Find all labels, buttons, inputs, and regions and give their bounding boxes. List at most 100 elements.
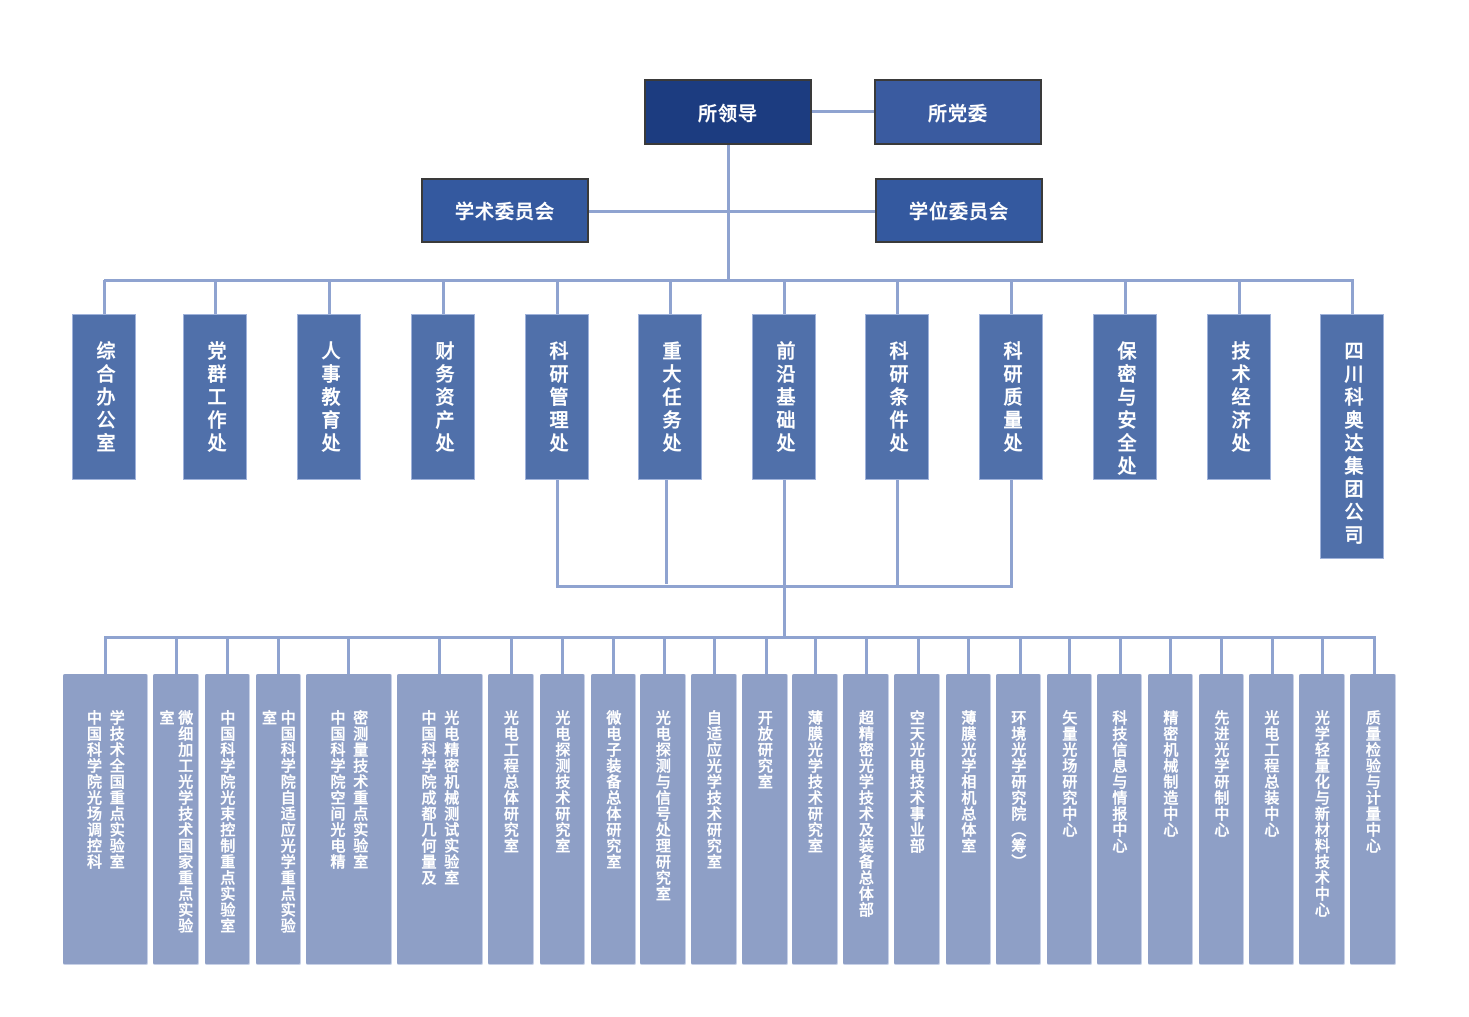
- degree-committee-box[interactable]: 学位委员会: [875, 178, 1043, 243]
- research-unit-box[interactable]: 薄膜光学相机总体室: [946, 674, 991, 965]
- department-box[interactable]: 四川科奥达集团公司: [1320, 314, 1384, 559]
- connector-department-drop: [1010, 280, 1013, 314]
- department-box[interactable]: 技术经济处: [1207, 314, 1271, 480]
- department-box[interactable]: 重大任务处: [638, 314, 702, 480]
- connector-department-drop: [328, 280, 331, 314]
- research-unit-box[interactable]: 环境光学研究院（筹）: [996, 674, 1041, 965]
- connector-unit-drop: [510, 637, 513, 674]
- connector-research-drop: [783, 480, 786, 637]
- research-unit-box[interactable]: 微电子装备总体研究室: [591, 674, 636, 965]
- connector-units-bus: [104, 636, 1376, 639]
- connector-department-drop: [214, 280, 217, 314]
- leader-box[interactable]: 所领导: [644, 79, 812, 145]
- department-box[interactable]: 保密与安全处: [1093, 314, 1157, 480]
- research-unit-label: 环境光学研究院（筹）: [1009, 710, 1028, 870]
- research-unit-label-column: 中国科学院光场调控科: [85, 710, 103, 870]
- research-unit-label-column: 中国科学院成都几何量及: [419, 710, 438, 886]
- department-box[interactable]: 综合办公室: [72, 314, 136, 480]
- department-box[interactable]: 前沿基础处: [752, 314, 816, 480]
- research-unit-box[interactable]: 先进光学研制中心: [1199, 674, 1244, 965]
- research-unit-label: 中国科学院空间光电精密测量技术重点实验室: [328, 710, 370, 940]
- department-label: 科研条件处: [886, 341, 909, 456]
- party-committee-box[interactable]: 所党委: [874, 79, 1042, 145]
- research-unit-box[interactable]: 超精密光学技术及装备总体部: [843, 674, 889, 965]
- research-unit-label: 微细加工光学技术国家重点实验室: [157, 710, 195, 934]
- connector-unit-drop: [814, 637, 817, 674]
- department-box[interactable]: 科研管理处: [525, 314, 589, 480]
- research-unit-box[interactable]: 中国科学院光束控制重点实验室: [205, 674, 250, 965]
- department-box[interactable]: 科研条件处: [865, 314, 929, 480]
- connector-department-drop: [1124, 280, 1127, 314]
- research-unit-label-column: 光电精密机械测试实验室: [442, 710, 461, 886]
- research-unit-box[interactable]: 中国科学院自适应光学重点实验室: [256, 674, 301, 965]
- connector-unit-drop: [1220, 637, 1223, 674]
- connector-leader-party: [812, 110, 874, 113]
- research-unit-box[interactable]: 薄膜光学技术研究室: [792, 674, 838, 965]
- department-label: 保密与安全处: [1114, 341, 1137, 479]
- connector-unit-drop: [175, 637, 178, 674]
- research-unit-box[interactable]: 空天光电技术事业部: [894, 674, 940, 965]
- connector-unit-drop: [1271, 637, 1274, 674]
- connector-unit-drop: [663, 637, 666, 674]
- research-unit-box[interactable]: 矢量光场研究中心: [1047, 674, 1092, 965]
- research-unit-box[interactable]: 精密机械制造中心: [1148, 674, 1193, 965]
- connector-department-drop: [896, 280, 899, 314]
- party-committee-label: 所党委: [927, 102, 988, 125]
- department-box[interactable]: 人事教育处: [297, 314, 361, 480]
- research-unit-box[interactable]: 光电探测技术研究室: [540, 674, 585, 965]
- connector-department-drop: [783, 280, 786, 314]
- research-unit-label: 自适应光学技术研究室: [704, 710, 723, 870]
- department-label: 重大任务处: [659, 341, 682, 456]
- department-box[interactable]: 党群工作处: [183, 314, 247, 480]
- research-unit-box[interactable]: 光电探测与信号处理研究室: [640, 674, 686, 965]
- connector-unit-drop: [1169, 637, 1172, 674]
- research-unit-box[interactable]: 光电工程总体研究室: [488, 674, 534, 965]
- department-label: 四川科奥达集团公司: [1341, 341, 1364, 548]
- department-label: 综合办公室: [93, 341, 116, 456]
- research-unit-label: 薄膜光学技术研究室: [805, 710, 824, 854]
- connector-unit-drop: [1119, 637, 1122, 674]
- research-unit-box[interactable]: 中国科学院成都几何量及光电精密机械测试实验室: [397, 674, 483, 965]
- research-unit-label: 光电探测与信号处理研究室: [653, 710, 672, 902]
- research-unit-label: 科技信息与情报中心: [1110, 710, 1129, 854]
- connector-unit-drop: [917, 637, 920, 674]
- connector-unit-drop: [967, 637, 970, 674]
- department-label: 人事教育处: [318, 341, 341, 456]
- connector-department-drop: [556, 280, 559, 314]
- research-unit-label: 光电工程总装中心: [1262, 710, 1281, 838]
- connector-department-drop: [1351, 280, 1354, 314]
- connector-unit-drop: [1373, 637, 1376, 674]
- research-unit-label: 质量检验与计量中心: [1363, 710, 1382, 854]
- research-unit-label: 光学轻量化与新材料技术中心: [1312, 710, 1331, 918]
- research-unit-box[interactable]: 科技信息与情报中心: [1097, 674, 1142, 965]
- research-unit-box[interactable]: 微细加工光学技术国家重点实验室: [153, 674, 199, 965]
- academic-committee-label: 学术委员会: [454, 201, 555, 223]
- research-unit-label: 光电工程总体研究室: [501, 710, 520, 854]
- research-unit-box[interactable]: 自适应光学技术研究室: [691, 674, 737, 965]
- research-unit-box[interactable]: 中国科学院空间光电精密测量技术重点实验室: [306, 674, 392, 965]
- connector-research-department-drop: [556, 480, 559, 587]
- research-unit-label: 微电子装备总体研究室: [604, 710, 623, 870]
- research-unit-box[interactable]: 质量检验与计量中心: [1350, 674, 1396, 965]
- connector-research-department-drop: [1010, 480, 1013, 587]
- research-unit-box[interactable]: 光学轻量化与新材料技术中心: [1299, 674, 1345, 965]
- connector-unit-drop: [1321, 637, 1324, 674]
- connector-unit-drop: [612, 637, 615, 674]
- connector-unit-drop: [277, 637, 280, 674]
- connector-unit-drop: [865, 637, 868, 674]
- connector-research-department-drop: [896, 480, 899, 587]
- department-label: 财务资产处: [432, 341, 455, 456]
- leader-label: 所领导: [697, 102, 758, 125]
- research-unit-box[interactable]: 光电工程总装中心: [1249, 674, 1294, 965]
- connector-unit-drop: [765, 637, 768, 674]
- degree-committee-label: 学位委员会: [908, 201, 1009, 223]
- department-box[interactable]: 科研质量处: [979, 314, 1043, 480]
- department-label: 前沿基础处: [773, 341, 796, 456]
- research-unit-box[interactable]: 中国科学院光场调控科学技术全国重点实验室: [63, 674, 148, 965]
- research-unit-label: 中国科学院光场调控科学技术全国重点实验室: [84, 710, 126, 940]
- department-box[interactable]: 财务资产处: [411, 314, 475, 480]
- connector-research-department-drop: [665, 480, 668, 584]
- academic-committee-box[interactable]: 学术委员会: [421, 178, 589, 243]
- research-unit-box[interactable]: 开放研究室: [742, 674, 788, 965]
- connector-department-drop: [103, 280, 106, 314]
